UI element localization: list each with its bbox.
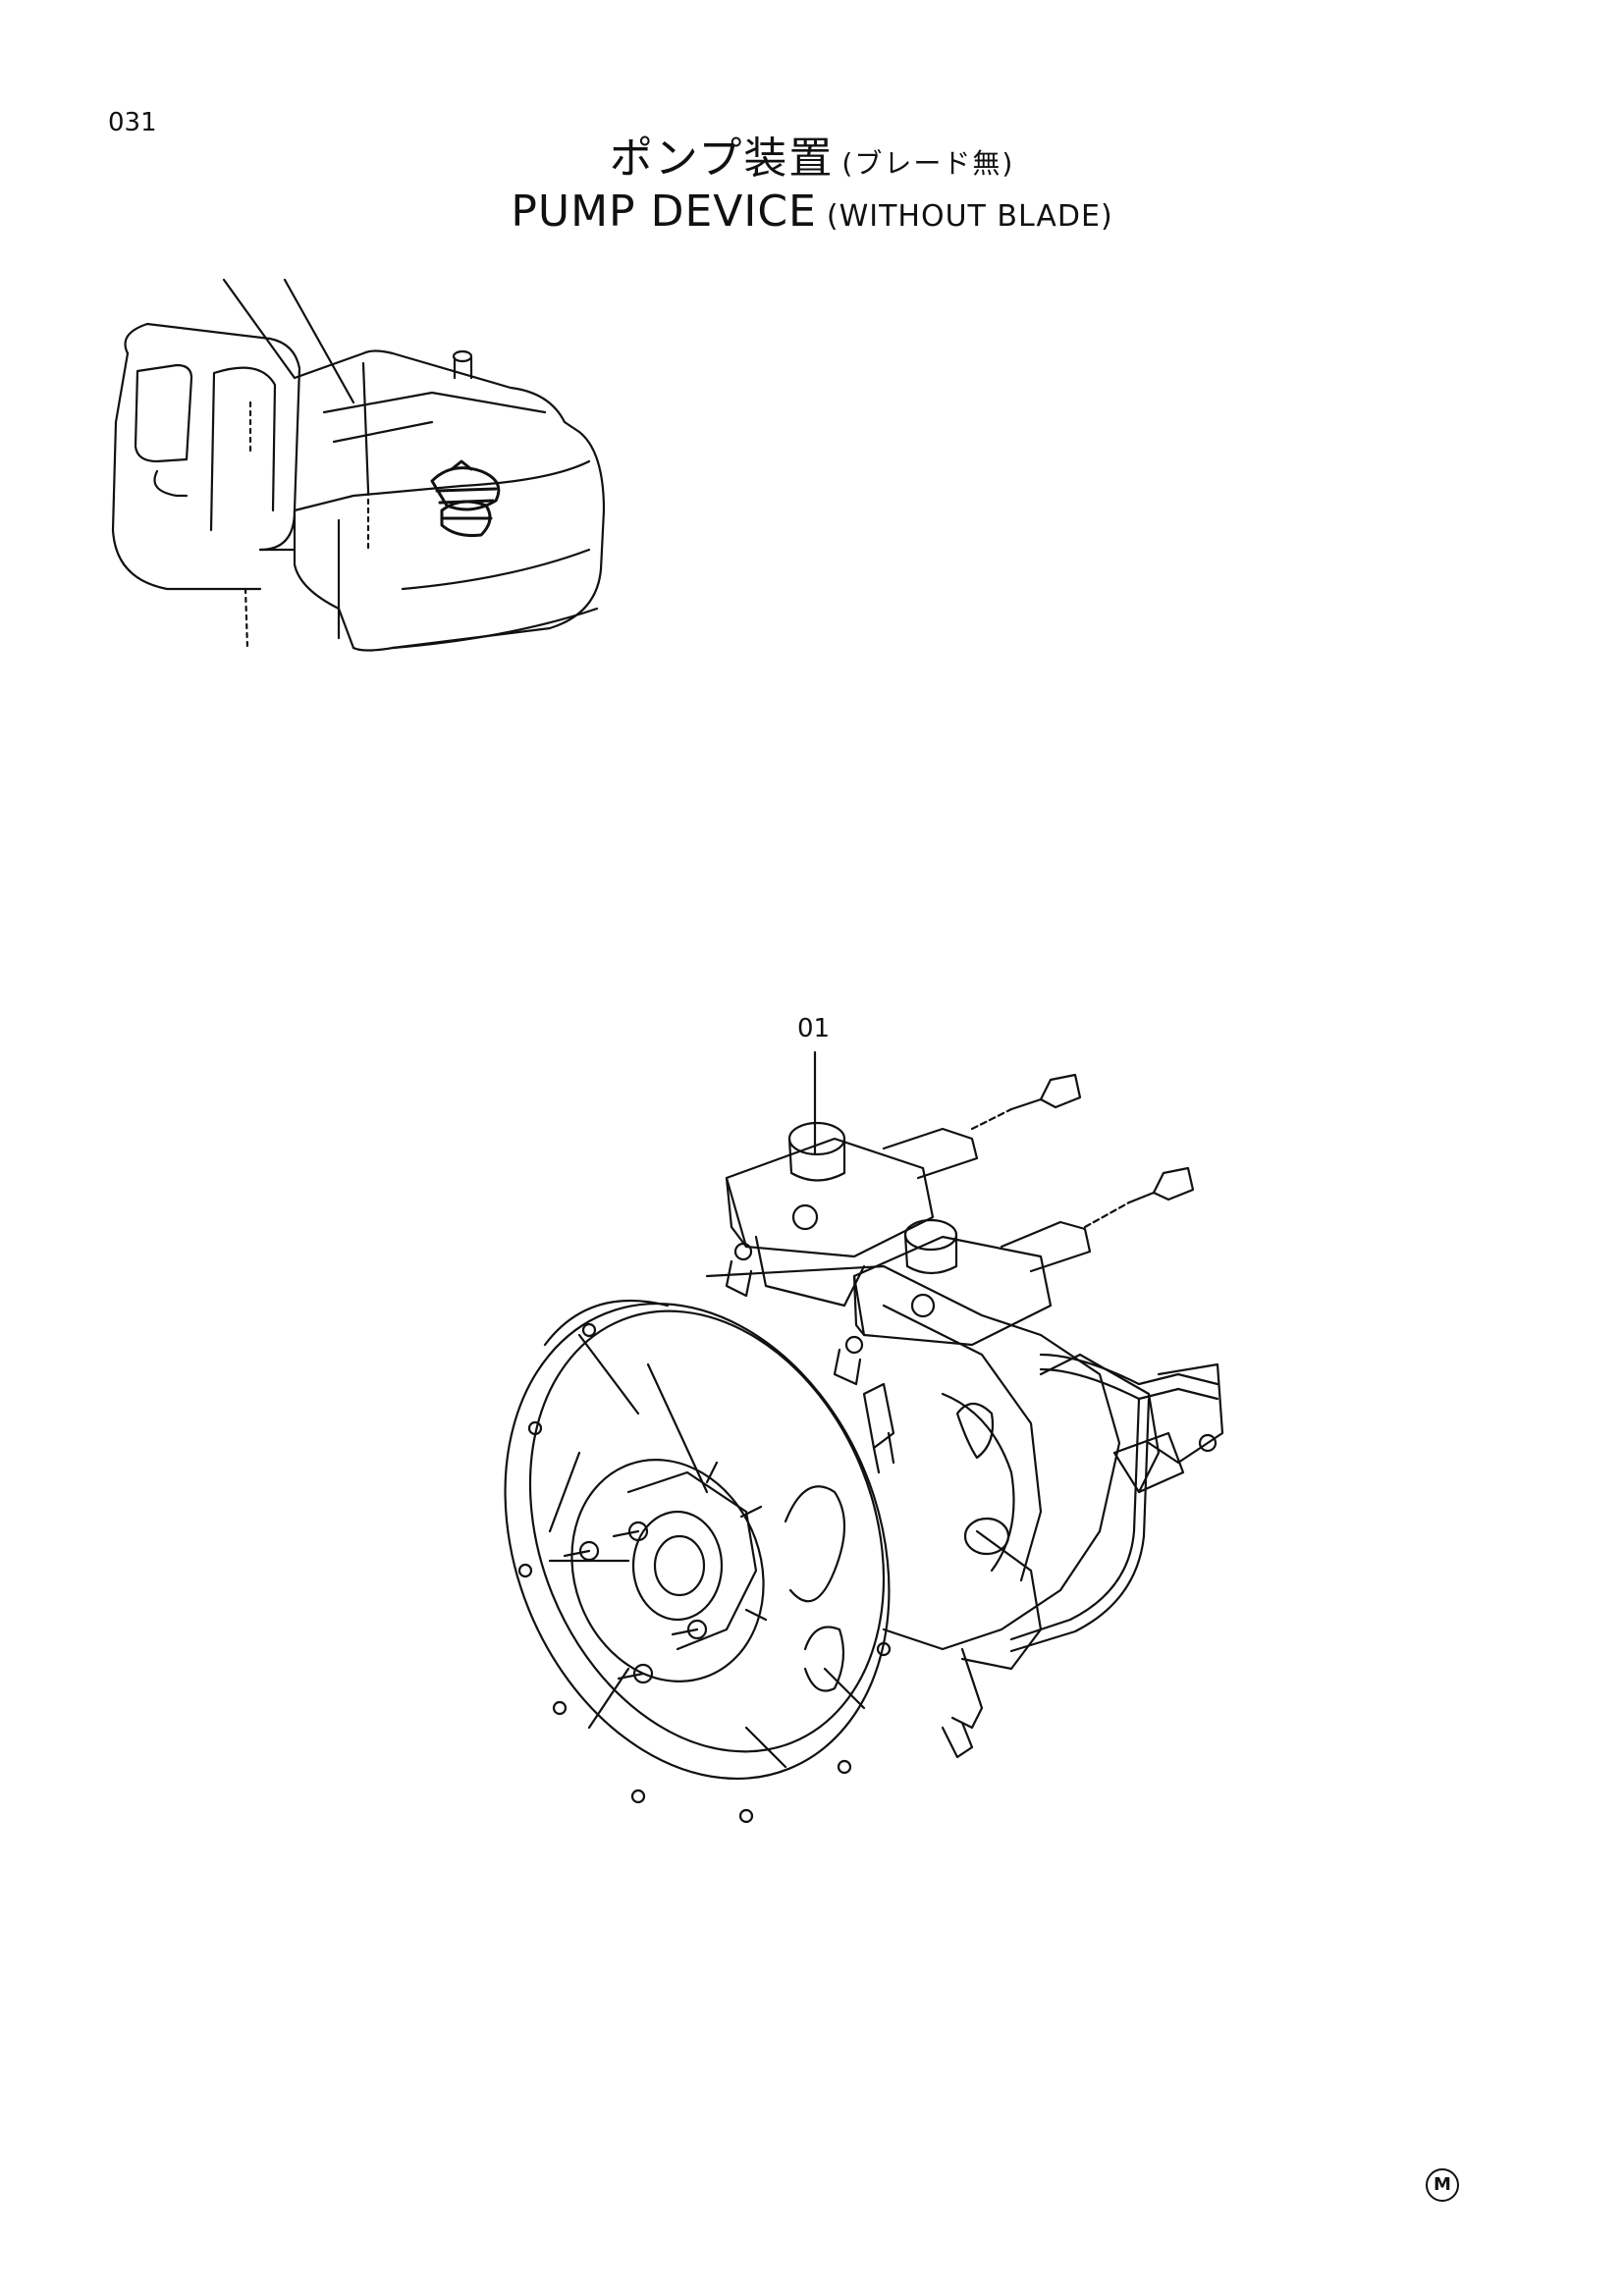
title-jp-main: ポンプ装置 bbox=[609, 133, 835, 184]
pump-location-marker bbox=[430, 459, 501, 537]
maker-mark: M bbox=[1426, 2168, 1459, 2202]
rim-bolts bbox=[517, 1322, 892, 1824]
flywheel-housing bbox=[504, 1299, 892, 1824]
excavator-body-outline bbox=[111, 278, 606, 652]
coupling-hub bbox=[563, 1459, 768, 1684]
title-en-main: PUMP DEVICE bbox=[511, 187, 817, 237]
pump-casing bbox=[705, 1264, 1161, 1730]
fittings bbox=[862, 1382, 995, 1759]
title-en-sub: (WITHOUT BLADE) bbox=[826, 199, 1113, 234]
title-english: PUMP DEVICE (WITHOUT BLADE) bbox=[0, 187, 1624, 237]
pilot-pipe bbox=[1009, 1353, 1224, 1653]
title-japanese: ポンプ装置(ブレード無) bbox=[0, 123, 1624, 186]
page-number: 031 bbox=[108, 108, 157, 137]
title-jp-sub: (ブレード無) bbox=[841, 147, 1015, 180]
regulator-valves bbox=[725, 1121, 1053, 1386]
callout-01: 01 bbox=[797, 1014, 831, 1043]
solenoid-cables bbox=[882, 1073, 1195, 1273]
